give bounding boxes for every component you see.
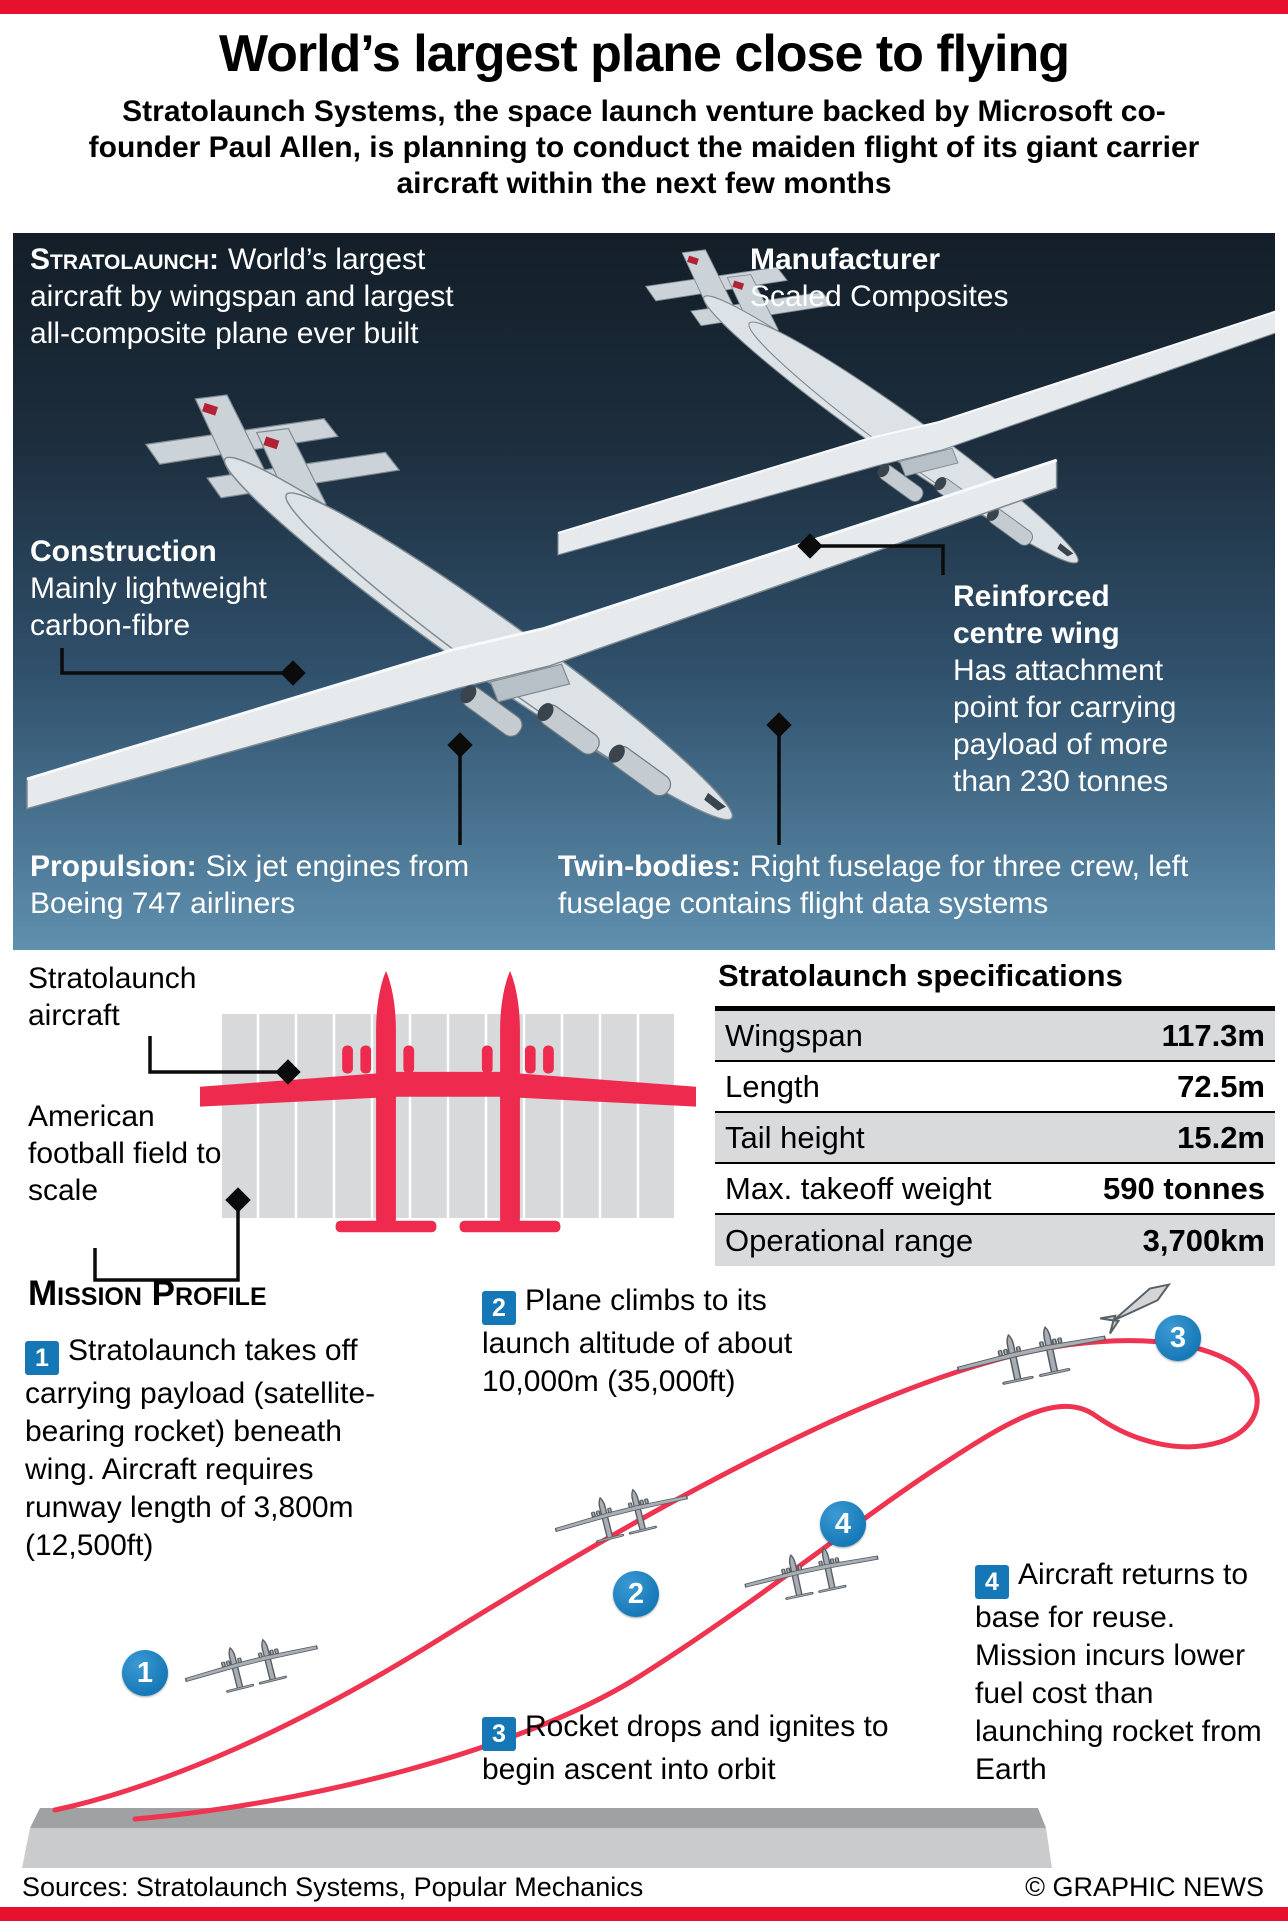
manufacturer-label: Manufacturer (750, 243, 941, 276)
twin-bodies-leader-line (766, 712, 792, 845)
credit-text: © GRAPHIC NEWS (1025, 1872, 1264, 1902)
manufacturer-value: Scaled Composites (750, 280, 1009, 313)
aircraft-illustration-panel: Stratolaunch:World’s largest aircraft by… (13, 233, 1275, 950)
field-scale-label: American football field to scale (28, 1100, 222, 1207)
stratolaunch-label: Stratolaunch: (30, 243, 220, 276)
spec-label: Tail height (725, 1119, 865, 1155)
specs-table: Wingspan 117.3m Length 72.5m Tail height… (715, 1006, 1275, 1266)
step-3-marker: 3 (1155, 1315, 1201, 1361)
reinforced-text: Has attachment point for carrying payloa… (953, 654, 1177, 798)
diamond-marker-icon (766, 712, 792, 738)
spec-value: 117.3m (1161, 1017, 1265, 1053)
rocket-icon (1100, 1283, 1172, 1335)
bottom-red-bar (0, 1907, 1288, 1921)
ground-top (30, 1808, 1046, 1828)
mission-plane-takeoff (180, 1626, 323, 1703)
spec-row: Length 72.5m (715, 1062, 1275, 1113)
step-text: Stratolaunch takes off carrying payload … (25, 1334, 376, 1562)
construction-leader-line (60, 648, 306, 686)
reinforced-leader-line (797, 533, 945, 575)
spec-row: Max. takeoff weight 590 tonnes (715, 1164, 1275, 1215)
step-4-marker: 4 (820, 1501, 866, 1547)
manufacturer-note: Manufacturer Scaled Composites (750, 241, 1080, 315)
stratolaunch-note: Stratolaunch:World’s largest aircraft by… (30, 241, 492, 352)
mission-plane-return (740, 1536, 883, 1608)
step-number-badge: 1 (25, 1341, 59, 1375)
spec-value: 72.5m (1177, 1068, 1265, 1104)
mission-title: Mission Profile (28, 1274, 267, 1313)
spec-label: Wingspan (725, 1017, 863, 1053)
mission-plane-climb (550, 1476, 693, 1553)
propulsion-leader-line (447, 732, 473, 845)
spec-label: Length (725, 1068, 820, 1104)
spec-row: Wingspan 117.3m (715, 1011, 1275, 1062)
diamond-marker-icon (225, 1187, 251, 1213)
reinforced-label: Reinforced centre wing (953, 580, 1120, 650)
spec-row: Tail height 15.2m (715, 1113, 1275, 1164)
step-number-badge: 3 (482, 1717, 516, 1751)
step-number-badge: 4 (975, 1565, 1009, 1599)
comparison-leader-lines (93, 1036, 301, 1282)
step-text: Plane climbs to its launch altitude of a… (482, 1284, 793, 1398)
propulsion-text: Six jet engines from Boeing 747 airliner… (30, 850, 470, 920)
diamond-marker-icon (280, 660, 306, 686)
sources-text: Sources: Stratolaunch Systems, Popular M… (22, 1872, 644, 1902)
propulsion-label: Propulsion: (30, 850, 197, 883)
aircraft-leader-line (148, 1036, 301, 1085)
step-text: Aircraft returns to base for reuse. Miss… (975, 1558, 1262, 1786)
construction-note: Construction Mainly lightweight carbon-f… (30, 533, 285, 644)
step-text: Rocket drops and ignites to begin ascent… (482, 1710, 889, 1786)
spec-value: 590 tonnes (1103, 1170, 1265, 1206)
flight-path-diagram (22, 1283, 1260, 1868)
diamond-marker-icon (275, 1059, 301, 1085)
step-number-badge: 2 (482, 1291, 516, 1325)
spec-value: 15.2m (1177, 1119, 1265, 1155)
spec-value: 3,700km (1142, 1222, 1265, 1258)
step-2-marker: 2 (613, 1571, 659, 1617)
construction-text: Mainly lightweight carbon-fibre (30, 572, 267, 642)
aircraft-scale-label: Stratolaunch aircraft (28, 962, 197, 1032)
step-1-marker: 1 (122, 1650, 168, 1696)
mission-plane-launch (952, 1314, 1111, 1394)
spec-label: Max. takeoff weight (725, 1170, 992, 1206)
aircraft-illustration (25, 248, 1275, 845)
specs-title: Stratolaunch specifications (718, 958, 1123, 993)
reinforced-centre-wing-note: Reinforced centre wing Has attachment po… (953, 578, 1203, 800)
stratolaunch-text: World’s largest aircraft by wingspan and… (30, 243, 454, 350)
spec-label: Operational range (725, 1222, 974, 1258)
spec-row: Operational range 3,700km (715, 1215, 1275, 1266)
page-title: World’s largest plane close to flying (218, 25, 1070, 83)
top-red-bar (0, 0, 1288, 14)
construction-label: Construction (30, 535, 217, 568)
football-field (218, 1010, 678, 1222)
twin-bodies-label: Twin-bodies: (558, 850, 741, 883)
diamond-marker-icon (447, 732, 473, 758)
propulsion-note: Propulsion:Six jet engines from Boeing 7… (30, 848, 490, 922)
intro-text: Stratolaunch Systems, the space launch v… (88, 95, 1200, 200)
diamond-marker-icon (797, 533, 823, 559)
twin-bodies-text: Right fuselage for three crew, left fuse… (558, 850, 1189, 920)
ground-front (22, 1828, 1052, 1868)
flight-path (52, 1338, 1260, 1822)
twin-bodies-note: Twin-bodies:Right fuselage for three cre… (558, 848, 1238, 922)
